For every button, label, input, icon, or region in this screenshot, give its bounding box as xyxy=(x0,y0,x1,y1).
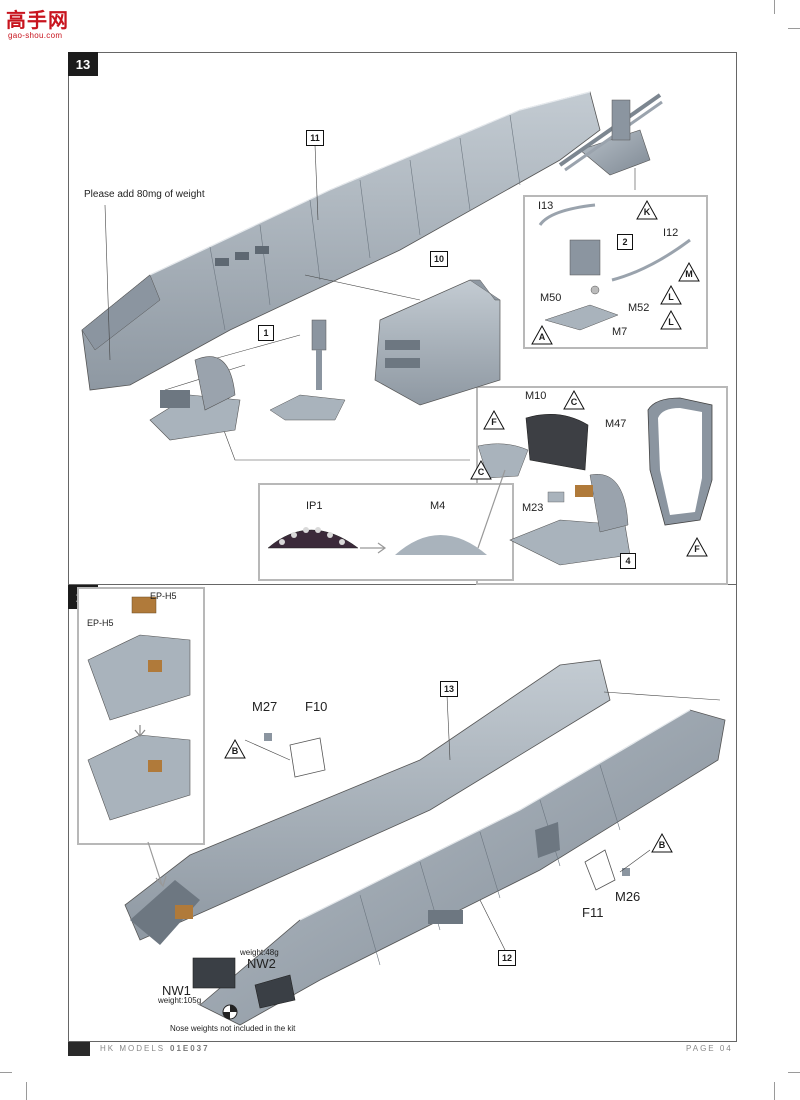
part-number-4: 4 xyxy=(620,553,636,569)
label-m52: M52 xyxy=(628,302,650,314)
label-m27: M27 xyxy=(252,699,278,714)
marker-triangle-b: B xyxy=(651,833,673,853)
part-number-11: 11 xyxy=(306,130,324,146)
marker-triangle-f: F xyxy=(686,537,708,557)
step-13-badge: 13 xyxy=(68,52,98,76)
part-number-10: 10 xyxy=(430,251,448,267)
footer-brand: HK MODELS xyxy=(100,1044,166,1053)
engine-housing-10 xyxy=(374,279,501,406)
watermark-logo: 高手网 gao-shou.com xyxy=(6,4,72,44)
label-nw1: NW1 xyxy=(162,983,191,998)
marker-triangle-c: C xyxy=(470,460,492,480)
marker-triangle-a: A xyxy=(531,325,553,345)
marker-triangle-b: B xyxy=(224,739,246,759)
marker-triangle-l: L xyxy=(660,310,682,330)
weight-note: Please add 80mg of weight xyxy=(84,189,205,200)
crop-mark xyxy=(788,28,800,29)
instrument-decal-ip1 xyxy=(267,529,359,549)
window-f10 xyxy=(289,737,326,778)
part-number-12: 12 xyxy=(498,950,516,966)
label-eph5: EP-H5 xyxy=(87,618,114,628)
watermark-text: 高手网 xyxy=(6,8,69,32)
watermark-url: gao-shou.com xyxy=(8,31,63,40)
crop-mark xyxy=(788,1072,800,1073)
crop-mark xyxy=(0,1072,12,1073)
label-m50: M50 xyxy=(540,292,562,304)
instrument-panel xyxy=(525,414,589,471)
fuselage-half-11 xyxy=(81,91,601,391)
part-number-13: 13 xyxy=(440,681,458,697)
label-ip1: IP1 xyxy=(306,500,323,512)
footer-page: PAGE 04 xyxy=(686,1044,733,1053)
label-eph5: EP-H5 xyxy=(150,591,177,601)
marker-triangle-c: C xyxy=(563,390,585,410)
part-number-1: 1 xyxy=(258,325,274,341)
label-f11: F11 xyxy=(582,905,604,920)
arrow-diagonal xyxy=(477,469,506,549)
label-f10: F10 xyxy=(305,699,328,714)
weight-symbol xyxy=(222,1004,238,1020)
fuselage-half-13 xyxy=(124,659,611,941)
cockpit-seat-assembly xyxy=(149,356,241,441)
label-i12: I12 xyxy=(663,227,679,239)
nose-weight-nw1 xyxy=(192,957,236,989)
gun-detail xyxy=(538,203,691,331)
part-m26 xyxy=(622,868,630,876)
marker-triangle-m: M xyxy=(678,262,700,282)
control-column-1 xyxy=(269,319,346,421)
glare-shield-m4 xyxy=(395,535,487,555)
glare-shield xyxy=(477,443,529,479)
marker-triangle-k: K xyxy=(636,200,658,220)
nose-weight-nw2 xyxy=(254,974,296,1009)
footer-code: 01E037 xyxy=(170,1044,210,1053)
label-m47: M47 xyxy=(605,418,627,430)
label-m26: M26 xyxy=(615,889,641,904)
window-f11 xyxy=(584,849,616,891)
brand-logo-mark xyxy=(68,1042,90,1056)
label-weight-105: weight:105g xyxy=(158,996,202,1005)
marker-triangle-l: L xyxy=(660,285,682,305)
part-m27 xyxy=(264,733,272,741)
label-nw2: NW2 xyxy=(247,956,276,971)
label-m10: M10 xyxy=(525,390,547,402)
crop-mark xyxy=(774,0,775,14)
nose-weight-note: Nose weights not included in the kit xyxy=(170,1024,296,1033)
label-weight-48: weight:48g xyxy=(240,948,279,957)
label-m23: M23 xyxy=(522,502,544,514)
label-m4: M4 xyxy=(430,500,446,512)
arrow-to-nose xyxy=(147,841,167,888)
marker-triangle-f: F xyxy=(483,410,505,430)
part-number-2: 2 xyxy=(617,234,633,250)
arrow-right xyxy=(360,542,387,554)
label-m7: M7 xyxy=(612,326,628,338)
label-i13: I13 xyxy=(538,200,554,212)
crop-mark xyxy=(26,1082,27,1100)
photoetch-cockpit-views xyxy=(87,596,191,821)
crop-mark xyxy=(774,1082,775,1100)
pilot-seat xyxy=(509,473,631,566)
gun-mount xyxy=(558,93,663,176)
